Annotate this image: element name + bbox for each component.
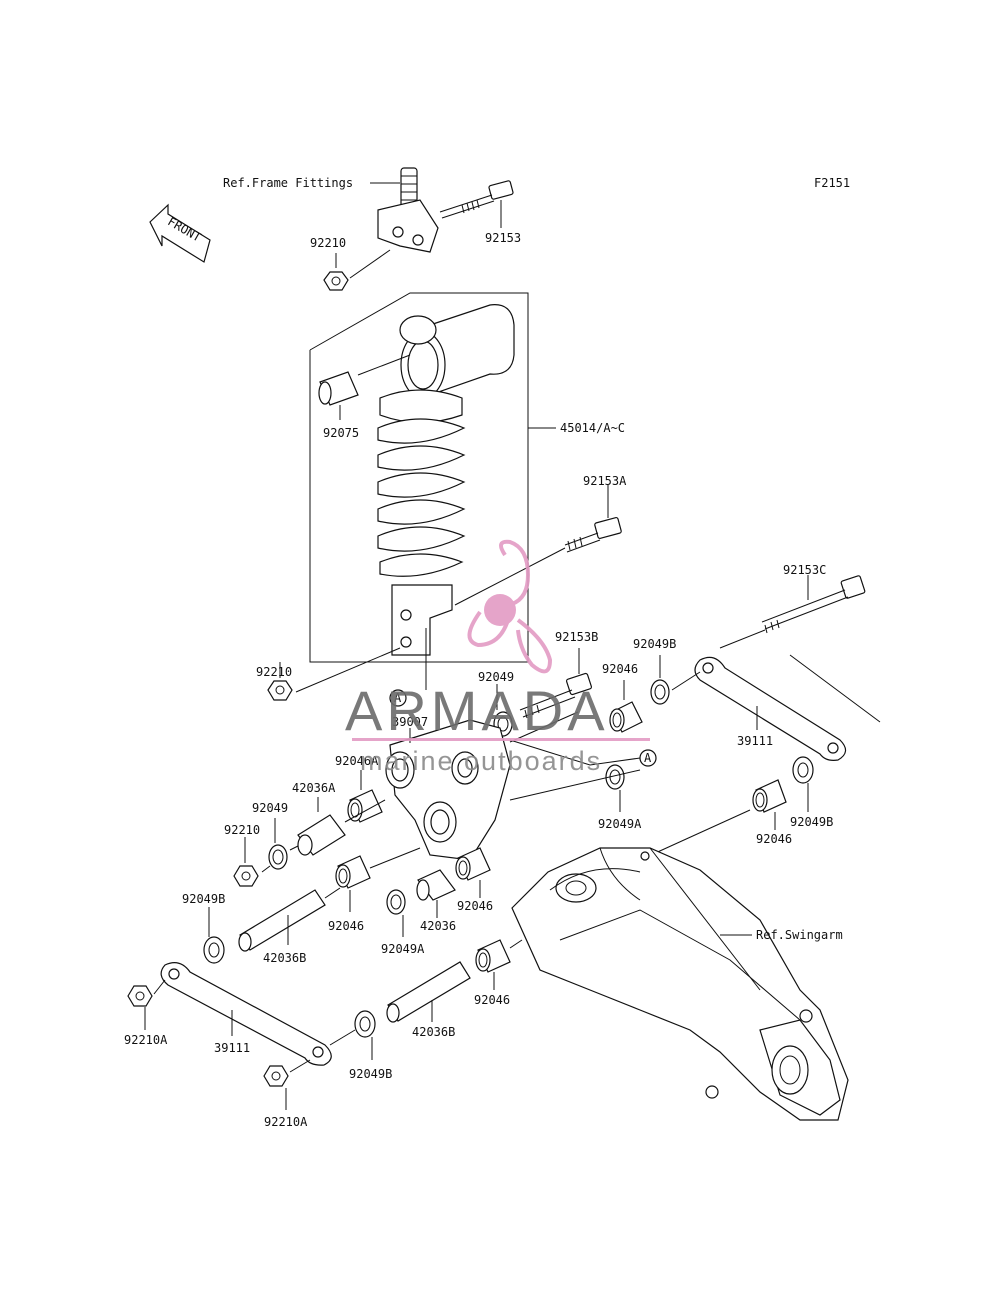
nut-92210-mid bbox=[267, 680, 293, 701]
label-39111-right: 39111 bbox=[737, 734, 773, 748]
link-39111-left-part bbox=[160, 962, 332, 1066]
label-42036: 42036 bbox=[420, 919, 456, 933]
label-92049-mid: 92049 bbox=[478, 670, 514, 684]
bearing-92046-top bbox=[609, 701, 643, 733]
label-92210A-low: 92210A bbox=[264, 1115, 308, 1129]
callout-marker-a-left bbox=[389, 689, 407, 707]
label-45014: 45014/A~C bbox=[560, 421, 625, 435]
callout-a-left-text: A bbox=[394, 691, 402, 705]
washer-92049-left bbox=[268, 844, 288, 870]
label-42036B-left: 42036B bbox=[263, 951, 306, 965]
label-92210A-left: 92210A bbox=[124, 1033, 168, 1047]
label-92153: 92153 bbox=[485, 231, 521, 245]
sleeve-92075-part bbox=[318, 371, 359, 406]
label-92049A-right: 92049A bbox=[598, 817, 642, 831]
nut-92210-left bbox=[233, 865, 259, 887]
bolt-92153C-part bbox=[761, 575, 866, 634]
nut-92210A-low bbox=[263, 1065, 289, 1087]
sleeve-42036-part bbox=[416, 869, 456, 901]
callout-a-right-text: A bbox=[644, 751, 652, 765]
label-92049-left: 92049 bbox=[252, 801, 288, 815]
label-92210-top: 92210 bbox=[310, 236, 346, 250]
washer-92049B-left bbox=[203, 936, 225, 964]
label-42036B-low: 42036B bbox=[412, 1025, 455, 1039]
watermark-tagline: marine outboards bbox=[360, 746, 602, 776]
front-arrow-icon: FRONT bbox=[149, 203, 211, 263]
bearing-92046A-part bbox=[347, 789, 383, 823]
washer-92049B-top bbox=[650, 679, 670, 705]
rocker-arm-39007-part bbox=[385, 719, 511, 861]
armada-watermark-logo: ARMADA marine outboards bbox=[345, 539, 650, 776]
label-92046-c1: 92046 bbox=[328, 919, 364, 933]
washer-92049A-right bbox=[605, 764, 625, 790]
frame-fitting-part bbox=[377, 167, 439, 253]
bearing-92046-low bbox=[475, 939, 511, 973]
bearing-92046-c2 bbox=[455, 847, 491, 881]
label-39007: 39007 bbox=[392, 715, 428, 729]
label-92049B-top: 92049B bbox=[633, 637, 676, 651]
swingarm-part bbox=[511, 847, 849, 1121]
label-92210-mid: 92210 bbox=[256, 665, 292, 679]
label-92049B-low: 92049B bbox=[349, 1067, 392, 1081]
sleeve-42036B-low bbox=[386, 961, 471, 1023]
shock-group-bracket bbox=[309, 292, 529, 663]
label-92075: 92075 bbox=[323, 426, 359, 440]
sleeve-42036A-part bbox=[297, 814, 346, 856]
label-92049B-right: 92049B bbox=[790, 815, 833, 829]
label-92046-top: 92046 bbox=[602, 662, 638, 676]
nut-92210-top bbox=[323, 271, 349, 291]
label-92049B-left: 92049B bbox=[182, 892, 225, 906]
washer-92049B-right bbox=[792, 756, 814, 784]
washer-92049B-low bbox=[354, 1010, 376, 1038]
bearing-92046-c1 bbox=[335, 855, 371, 889]
label-92046-low: 92046 bbox=[474, 993, 510, 1007]
label-92210-left: 92210 bbox=[224, 823, 260, 837]
watermark-brand: ARMADA bbox=[345, 679, 609, 742]
bearing-92046-right bbox=[752, 779, 787, 813]
label-39111-left: 39111 bbox=[214, 1041, 250, 1055]
label-92049A-center: 92049A bbox=[381, 942, 425, 956]
ref-swingarm-label: Ref.Swingarm bbox=[756, 928, 843, 942]
sleeve-42036B-left bbox=[238, 889, 326, 952]
shock-absorber-part bbox=[377, 304, 515, 656]
washer-92049A-center bbox=[386, 889, 406, 915]
bolt-92153B-part bbox=[519, 672, 593, 719]
label-92046A: 92046A bbox=[335, 754, 379, 768]
label-92046-c2: 92046 bbox=[457, 899, 493, 913]
label-92153C: 92153C bbox=[783, 563, 826, 577]
nut-92210A-left bbox=[127, 985, 153, 1007]
diagram-code: F2151 bbox=[814, 176, 850, 190]
label-92153B: 92153B bbox=[555, 630, 598, 644]
label-92153A: 92153A bbox=[583, 474, 627, 488]
label-42036A: 42036A bbox=[292, 781, 336, 795]
label-92046-right: 92046 bbox=[756, 832, 792, 846]
bolt-92153A-part bbox=[564, 517, 622, 553]
bolt-92153-part bbox=[439, 180, 514, 219]
ref-frame-label: Ref.Frame Fittings bbox=[223, 176, 353, 190]
